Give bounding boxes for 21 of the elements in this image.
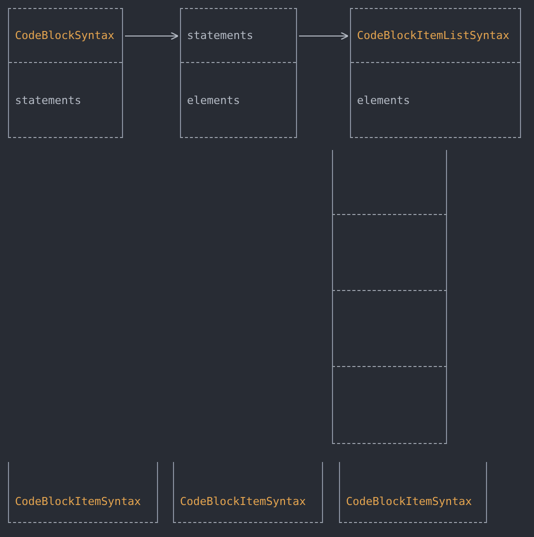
ascii-box [8, 8, 123, 138]
node-title: CodeBlockItemListSyntax [357, 29, 510, 42]
node-field: elements [187, 94, 240, 106]
empty-box [332, 290, 447, 367]
node-title: statements [187, 29, 254, 42]
node-field: elements [357, 94, 410, 106]
empty-box [332, 366, 447, 444]
node-title: CodeBlockItemSyntax [346, 495, 472, 508]
empty-box [332, 214, 447, 291]
ascii-box [180, 8, 297, 138]
node-field: statements [15, 94, 82, 106]
node-title: CodeBlockItemSyntax [180, 495, 306, 508]
ascii-box [350, 8, 521, 138]
empty-box [332, 150, 447, 215]
arrow [298, 32, 349, 40]
node-title: CodeBlockItemSyntax [15, 495, 141, 508]
ascii-box [173, 462, 323, 523]
ascii-box [339, 462, 487, 523]
node-title: CodeBlockSyntax [15, 29, 114, 42]
arrow [124, 32, 179, 40]
ascii-box [8, 462, 158, 523]
